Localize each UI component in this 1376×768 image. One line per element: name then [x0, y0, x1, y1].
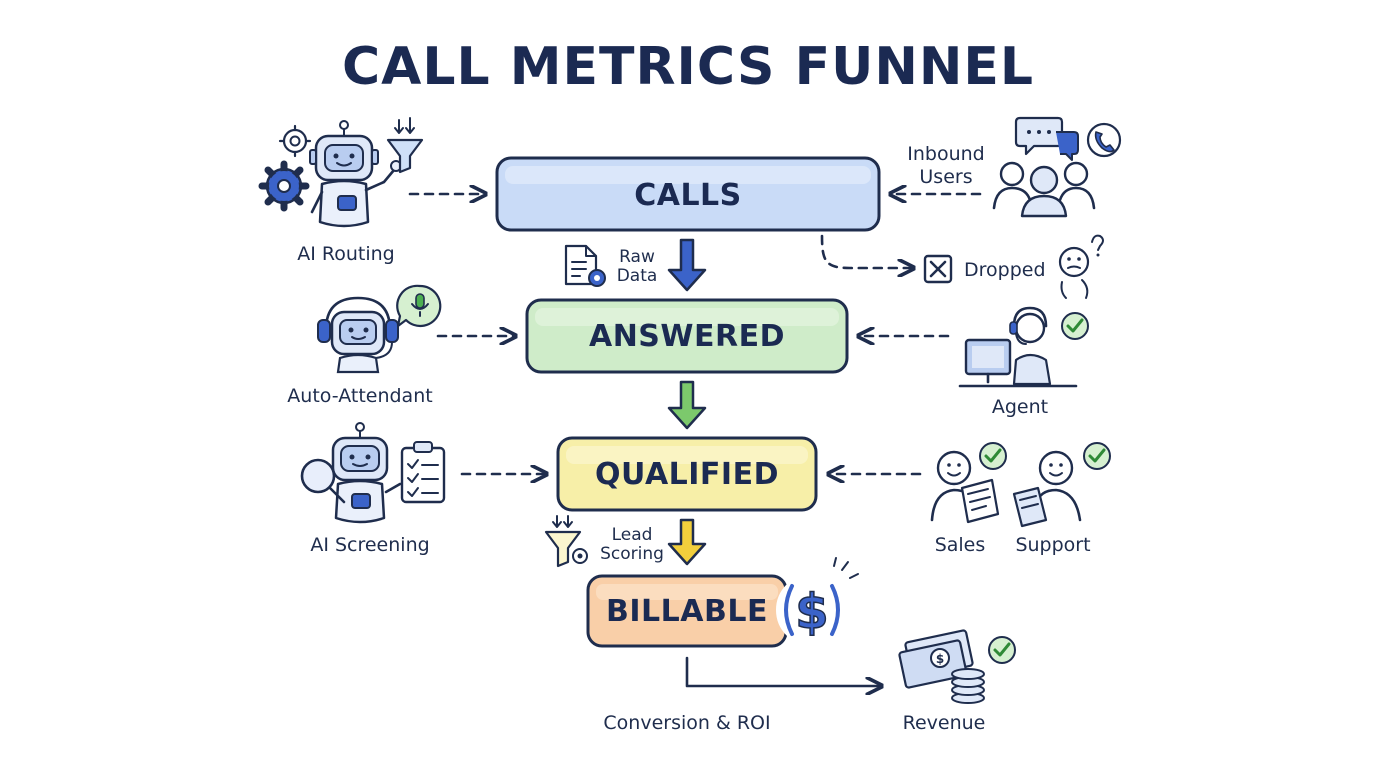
funnel-icon	[386, 117, 424, 174]
page-title: CALL METRICS FUNNEL	[342, 37, 1034, 97]
conversion-roi-label: Conversion & ROI	[603, 712, 770, 734]
stage-calls: CALLS	[495, 156, 881, 232]
arrow-answered-to-qualified	[667, 380, 707, 430]
support-label: Support	[1015, 534, 1090, 556]
stage-qualified-label: QUALIFIED	[595, 457, 779, 492]
checklist-icon	[384, 441, 446, 504]
raw-data-label-line1: Raw	[619, 247, 655, 267]
raw-data-label-line2: Data	[617, 266, 658, 286]
document-icon	[564, 244, 606, 287]
support-person-icon	[1012, 450, 1082, 528]
dollar-icon: $	[776, 557, 859, 646]
chat-bubble-icon	[1014, 116, 1079, 161]
svg-text:$: $	[795, 584, 828, 640]
phone-icon	[1086, 122, 1122, 158]
stage-answered: ANSWERED	[525, 298, 849, 374]
lead-scoring-label-line2: Scoring	[600, 544, 664, 564]
revenue-label: Revenue	[903, 712, 986, 734]
x-box-icon	[923, 254, 953, 284]
agent-label: Agent	[992, 396, 1048, 418]
auto-attendant-label: Auto-Attendant	[287, 385, 432, 407]
check-circle-icon	[1061, 312, 1089, 340]
svg-text:$: $	[936, 652, 944, 666]
sales-person-icon	[930, 450, 1000, 524]
connector-dropped	[820, 234, 912, 268]
gear-icon	[278, 124, 312, 158]
stage-billable-label: BILLABLE	[606, 594, 768, 629]
check-circle-icon	[979, 442, 1007, 470]
arrow-qualified-to-billable	[667, 518, 707, 566]
ai-routing-label: AI Routing	[297, 243, 395, 265]
inbound-users-label-line2: Users	[919, 166, 972, 188]
sales-label: Sales	[935, 534, 986, 556]
stage-qualified: QUALIFIED	[556, 436, 818, 512]
headset-robot-icon	[317, 296, 399, 374]
magnifier-icon	[300, 458, 346, 504]
dropped-label: Dropped	[964, 259, 1046, 281]
stage-calls-label: CALLS	[634, 178, 742, 213]
connector-revenue	[685, 656, 880, 686]
stage-answered-label: ANSWERED	[589, 319, 785, 354]
check-circle-icon	[1083, 442, 1111, 470]
stage-billable: BILLABLE	[586, 574, 788, 648]
confused-person-icon	[1058, 234, 1104, 299]
money-stack-icon: $	[898, 629, 985, 704]
users-icon	[992, 161, 1096, 218]
inbound-users-label-line1: Inbound	[907, 143, 984, 165]
check-circle-icon	[988, 636, 1016, 664]
microphone-icon	[396, 284, 442, 328]
lead-scoring-label-line1: Lead	[612, 525, 653, 545]
robot-icon	[331, 422, 389, 524]
funnel-icon	[544, 515, 588, 568]
robot-icon	[309, 120, 402, 228]
agent-at-desk-icon	[958, 306, 1078, 388]
ai-screening-label: AI Screening	[310, 534, 429, 556]
arrow-calls-to-answered	[667, 238, 707, 292]
gear-icon	[258, 160, 310, 212]
